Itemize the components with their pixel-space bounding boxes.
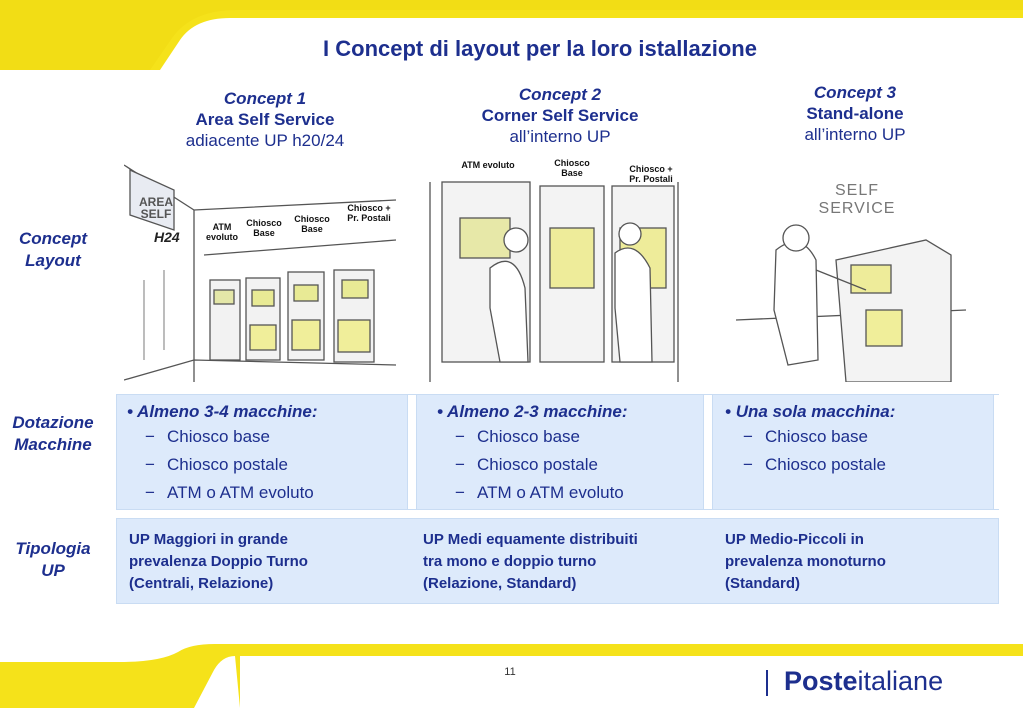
column-separator: [993, 395, 999, 509]
machines-col-1-item: −Chiosco base: [145, 427, 271, 446]
concept-3-sketch: SELF SERVICE: [736, 160, 966, 382]
tipologia-col-2: UP Medi equamente distribuiti tra mono e…: [423, 531, 638, 592]
page-title: I Concept di layout per la loro istallaz…: [323, 36, 757, 61]
chiosco-base-label-3: Chiosco Base: [554, 158, 590, 178]
concept-3-subtitle: all’interno UP: [804, 125, 906, 144]
concept-1-drawing: [124, 164, 396, 382]
chiosco-base-label-2: Chiosco Base: [294, 214, 330, 234]
machines-panel: • Almeno 3-4 macchine: −Chiosco base −Ch…: [116, 394, 999, 510]
concept-3-number: Concept 3: [813, 83, 897, 102]
tipologia-panel: UP Maggiori in grande prevalenza Doppio …: [116, 518, 999, 604]
machines-col-1-head: • Almeno 3-4 macchine:: [127, 402, 318, 421]
concept-1-name: Area Self Service: [195, 110, 335, 129]
atm-evoluto-label-2: ATM evoluto: [461, 160, 515, 170]
chiosco-base-label-1: Chiosco Base: [246, 218, 282, 238]
atm-evoluto-label: ATM evoluto: [205, 222, 238, 242]
concept-2-name: Corner Self Service: [481, 106, 639, 125]
column-separator: [703, 395, 713, 509]
poste-italiane-logo: Posteitaliane: [766, 666, 1006, 700]
concept-2-sketch: ATM evoluto Chiosco Base Chiosco + Pr. P…: [420, 158, 688, 382]
chiosco-postali-label: Chiosco + Pr. Postali: [347, 203, 391, 223]
machines-col-1-item: −ATM o ATM evoluto: [145, 483, 314, 502]
top-yellow-band: [0, 0, 1023, 70]
tipologia-col-3: UP Medio-Piccoli in prevalenza monoturno…: [725, 531, 886, 592]
machines-col-1-item: −Chiosco postale: [145, 455, 288, 474]
concept-2-heading: Concept 2 Corner Self Service all’intern…: [440, 84, 680, 147]
machines-col-1: • Almeno 3-4 macchine: −Chiosco base −Ch…: [127, 395, 407, 509]
concept-3-drawing: [736, 224, 966, 382]
concept-1-sketch: AREA SELF H24 ATM evoluto Chiosco Base C…: [124, 160, 396, 382]
page-number: 11: [504, 666, 516, 678]
chiosco-postali-label-2: Chiosco + Pr. Postali: [629, 164, 673, 184]
column-separator: [407, 395, 417, 509]
machines-col-2: • Almeno 2-3 macchine: −Chiosco base −Ch…: [437, 395, 697, 509]
concept-1-heading: Concept 1 Area Self Service adiacente UP…: [150, 88, 380, 151]
row-label-layout: Concept Layout: [19, 229, 87, 270]
machines-col-2-item: −ATM o ATM evoluto: [455, 483, 624, 502]
area-self-sign: AREA SELF: [138, 195, 173, 221]
h24-label: H24: [154, 229, 180, 245]
machines-col-3-item: −Chiosco base: [743, 427, 869, 446]
tipologia-col-1: UP Maggiori in grande prevalenza Doppio …: [129, 531, 308, 592]
machines-col-2-item: −Chiosco postale: [455, 455, 598, 474]
concept-1-subtitle: adiacente UP h20/24: [185, 131, 345, 150]
machines-col-3-item: −Chiosco postale: [743, 455, 886, 474]
row-label-tipologia: Tipologia UP: [15, 539, 91, 580]
concept-2-drawing: [429, 181, 679, 382]
concept-2-subtitle: all’interno UP: [509, 127, 611, 146]
self-service-sign: SELF SERVICE: [818, 182, 896, 217]
row-label-machines: Dotazione Macchine: [12, 413, 94, 454]
machines-col-2-head: • Almeno 2-3 macchine:: [437, 402, 628, 421]
machines-col-3-head: • Una sola macchina:: [725, 402, 896, 421]
machines-col-2-item: −Chiosco base: [455, 427, 581, 446]
concept-3-name: Stand-alone: [806, 104, 904, 123]
concept-2-number: Concept 2: [518, 85, 602, 104]
concept-1-number: Concept 1: [223, 89, 307, 108]
concept-3-heading: Concept 3 Stand-alone all’interno UP: [745, 82, 965, 145]
logo-divider: [766, 669, 768, 696]
machines-col-3: • Una sola macchina: −Chiosco base −Chio…: [725, 395, 995, 509]
